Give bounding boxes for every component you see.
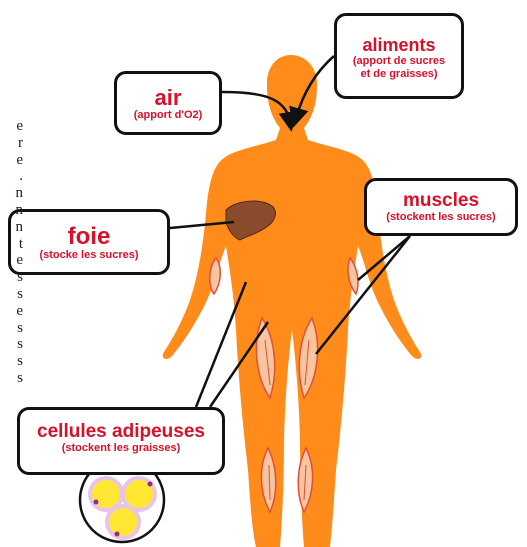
side-text-letter: e	[0, 152, 23, 169]
side-text-letter: s	[0, 336, 23, 353]
fat-cell-nucleus	[148, 482, 153, 487]
fat-cell-nucleus	[115, 532, 120, 537]
label-air-title: air	[117, 86, 219, 109]
label-aliments: aliments (apport de sucres et de graisse…	[334, 13, 464, 99]
side-text-letter: s	[0, 286, 23, 303]
side-text-letter: s	[0, 353, 23, 370]
side-text-letter: n	[0, 219, 23, 236]
side-text-letter: r	[0, 135, 23, 152]
label-cellules-subtitle: (stockent les graisses)	[20, 442, 222, 455]
side-text-letter: s	[0, 269, 23, 286]
side-text-letter: .	[0, 168, 23, 185]
label-muscles-subtitle: (stockent les sucres)	[367, 211, 515, 224]
label-air: air (apport d'O2)	[114, 71, 222, 135]
label-air-subtitle: (apport d'O2)	[117, 109, 219, 122]
label-aliments-subtitle-1: (apport de sucres	[337, 55, 461, 68]
side-text-letter: e	[0, 303, 23, 320]
label-cellules: cellules adipeuses (stockent les graisse…	[17, 407, 225, 475]
side-text-letter: n	[0, 185, 23, 202]
label-foie-subtitle: (stocke les sucres)	[11, 249, 167, 262]
label-aliments-title: aliments	[337, 36, 461, 55]
label-cellules-title: cellules adipeuses	[20, 422, 222, 442]
side-text-letter: e	[0, 118, 23, 135]
label-muscles-title: muscles	[367, 191, 515, 211]
side-text-letter: n	[0, 202, 23, 219]
label-muscles: muscles (stockent les sucres)	[364, 178, 518, 236]
side-text-letter: e	[0, 252, 23, 269]
side-text-letter: t	[0, 236, 23, 253]
side-text-letter: s	[0, 320, 23, 337]
label-aliments-subtitle-2: et de graisses)	[337, 68, 461, 81]
fat-cell-nucleus	[94, 500, 99, 505]
label-foie-title: foie	[11, 224, 167, 249]
side-text-letter: s	[0, 370, 23, 387]
fat-cell	[107, 506, 139, 538]
label-foie: foie (stocke les sucres)	[8, 209, 170, 275]
